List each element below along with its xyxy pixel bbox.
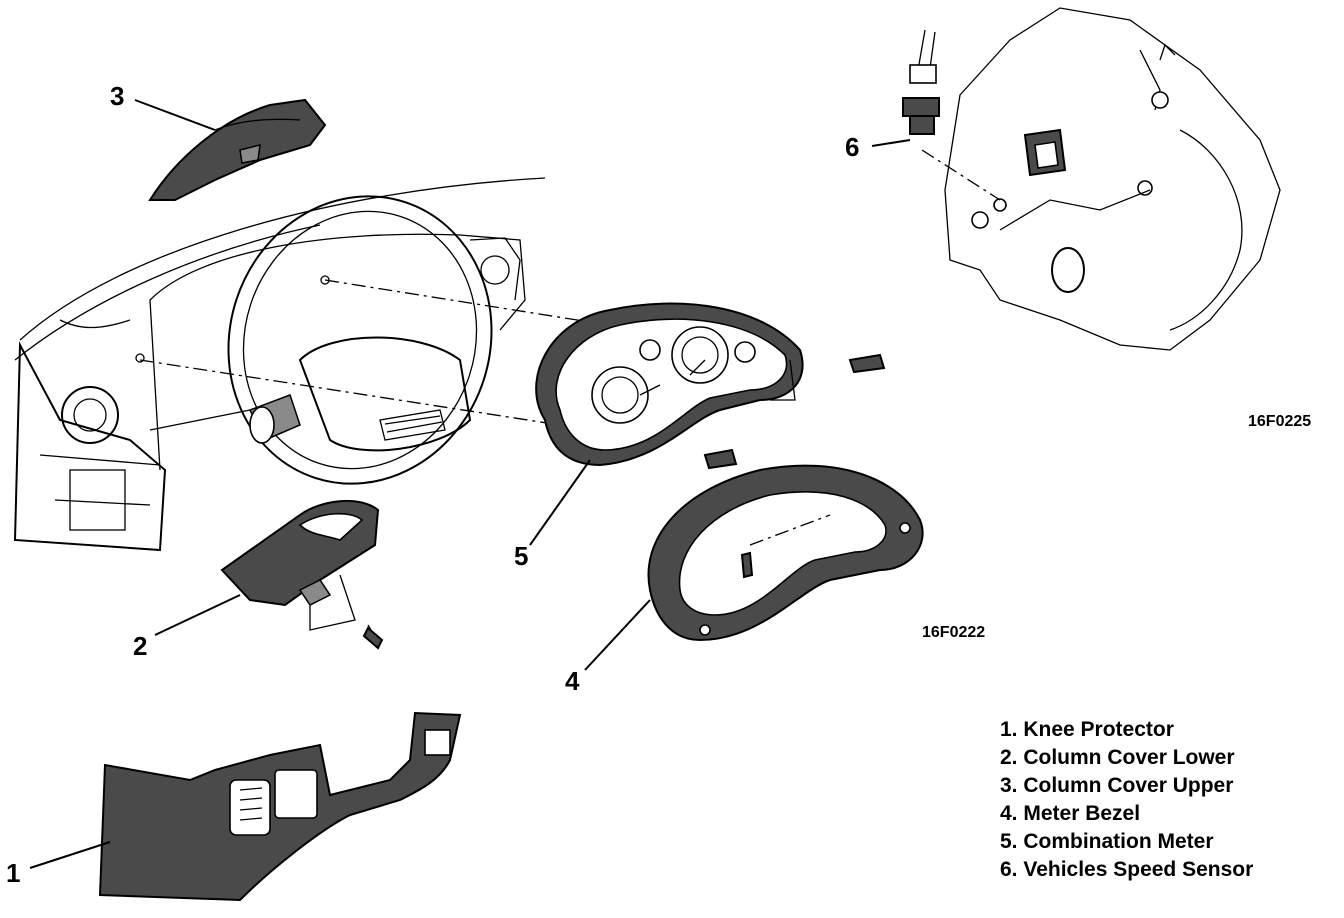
callout-6: 6 xyxy=(845,132,859,162)
transmission-assembly xyxy=(921,7,1281,351)
figure-code-left: 16F0222 xyxy=(922,624,985,641)
callout-1: 1 xyxy=(6,858,20,888)
callout-5: 5 xyxy=(514,541,528,571)
callout-2: 2 xyxy=(133,631,147,661)
legend: 1. Knee Protector 2. Column Cover Lower … xyxy=(1000,718,1253,881)
legend-item: 3. Column Cover Upper xyxy=(1000,774,1233,797)
vehicle-speed-sensor xyxy=(902,29,940,135)
column-cover-lower xyxy=(220,499,384,650)
knee-protector xyxy=(98,711,462,902)
legend-item: 5. Combination Meter xyxy=(1000,830,1214,853)
meter-bezel xyxy=(647,464,924,642)
combination-meter xyxy=(535,302,886,470)
leader-lines xyxy=(29,99,911,869)
legend-item: 6. Vehicles Speed Sensor xyxy=(1000,858,1253,881)
figure-code-right: 16F0225 xyxy=(1248,413,1311,430)
callout-3: 3 xyxy=(110,81,124,111)
dashboard-illustration xyxy=(13,177,641,552)
callout-4: 4 xyxy=(565,666,580,696)
column-cover-upper xyxy=(148,98,327,201)
legend-item: 4. Meter Bezel xyxy=(1000,802,1140,825)
legend-item: 1. Knee Protector xyxy=(1000,718,1174,741)
legend-item: 2. Column Cover Lower xyxy=(1000,746,1235,769)
